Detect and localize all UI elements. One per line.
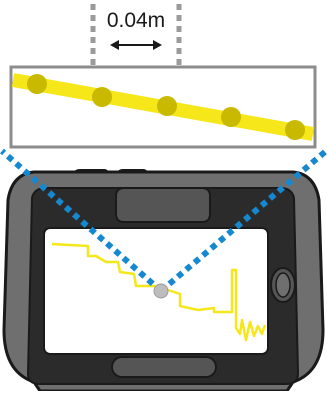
double-arrow-icon [110,40,162,50]
zoom-cone [0,148,327,294]
zoom-panel [9,65,317,149]
cone-right-line [159,148,327,294]
cone-left-line [0,148,163,294]
power-button-icon [270,267,296,303]
sample-point [221,107,241,127]
bottom-handle [111,356,217,378]
sample-point [285,120,305,140]
otdr-device [2,169,325,393]
screen-trace [51,242,267,342]
bezel-notch [115,187,211,223]
spacing-label: 0.04m [106,9,166,32]
sample-point [92,87,112,107]
sample-point [157,96,177,116]
spacing-guides [90,4,182,92]
sample-point [27,74,47,94]
focus-point [153,283,169,299]
